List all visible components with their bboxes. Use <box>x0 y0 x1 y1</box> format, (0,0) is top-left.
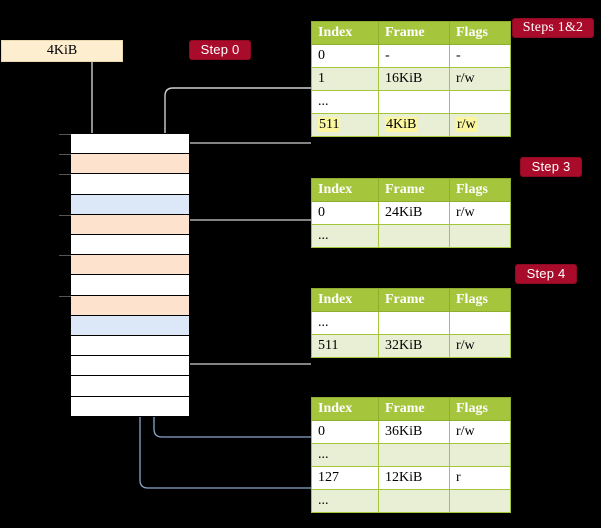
memory-row-tick <box>59 134 71 135</box>
table-cell: 1 <box>311 67 379 91</box>
table-cell: ... <box>311 90 379 114</box>
table-cell: 24KiB <box>378 201 450 225</box>
column-header-frame: Frame <box>378 21 450 45</box>
table-row: ... <box>311 224 511 248</box>
table-row: 0-- <box>311 44 511 68</box>
column-header-flags: Flags <box>449 397 511 421</box>
highlighted-value: r/w <box>456 117 477 132</box>
table-cell <box>378 311 450 335</box>
memory-frame-row <box>59 173 190 195</box>
memory-row-tick <box>59 295 71 297</box>
memory-row-tick <box>59 154 71 156</box>
table-cell: 32KiB <box>378 334 450 358</box>
memory-frame-row <box>59 254 190 276</box>
memory-frame-row <box>70 395 190 417</box>
memory-frame-row <box>70 335 190 357</box>
highlighted-value: 4KiB <box>385 117 418 132</box>
table-cell: 16KiB <box>378 67 450 91</box>
table-cell: 127 <box>311 466 379 490</box>
table-row: ... <box>311 443 511 467</box>
table-cell <box>449 224 511 248</box>
column-header-flags: Flags <box>449 288 511 312</box>
pill-step-0-label: Step 0 <box>200 42 240 57</box>
table-row: ... <box>311 489 511 513</box>
table-cell: 0 <box>311 201 379 225</box>
table-cell: 511 <box>311 113 379 137</box>
pill-step-4-label: Step 4 <box>526 266 566 281</box>
table-cell <box>378 90 450 114</box>
table-cell: ... <box>311 443 379 467</box>
table-cell <box>449 443 511 467</box>
table-cell: r <box>449 466 511 490</box>
highlighted-value: 511 <box>318 117 341 132</box>
table-cell: r/w <box>449 113 511 137</box>
table-cell <box>378 443 450 467</box>
column-header-index: Index <box>311 178 379 202</box>
table-cell: 36KiB <box>378 420 450 444</box>
table-cell: r/w <box>449 201 511 225</box>
memory-frame-row <box>70 375 190 397</box>
pill-steps-1-2: Steps 1&2 <box>513 19 593 37</box>
pill-step-3-label: Step 3 <box>531 159 571 174</box>
source-address-box: 4KiB <box>1 40 123 62</box>
table-cell: 0 <box>311 44 379 68</box>
table-cell: ... <box>311 489 379 513</box>
table-cell: r/w <box>449 420 511 444</box>
table-row: 511 4KiB r/w <box>311 113 511 137</box>
table-cell: r/w <box>449 67 511 91</box>
column-header-index: Index <box>311 21 379 45</box>
table-cell: ... <box>311 311 379 335</box>
table-cell <box>378 224 450 248</box>
table-row: ... <box>311 90 511 114</box>
memory-frame-row <box>59 294 190 316</box>
memory-frame-row <box>70 355 190 377</box>
memory-frame-row <box>59 213 190 235</box>
table-cell: - <box>449 44 511 68</box>
table-cell: 0 <box>311 420 379 444</box>
column-header-frame: Frame <box>378 178 450 202</box>
table-cell: 4KiB <box>378 113 450 137</box>
source-address-label: 4KiB <box>46 43 78 58</box>
table-cell <box>449 90 511 114</box>
memory-frame-row <box>70 314 190 336</box>
table-cell: 511 <box>311 334 379 358</box>
memory-row-tick <box>59 214 71 216</box>
column-header-flags: Flags <box>449 178 511 202</box>
pill-step-3: Step 3 <box>521 158 581 176</box>
table-cell: r/w <box>449 334 511 358</box>
column-header-frame: Frame <box>378 397 450 421</box>
pill-steps-1-2-label: Steps 1&2 <box>522 20 584 35</box>
pill-step-0: Step 0 <box>190 41 250 59</box>
memory-frame-row <box>70 193 190 215</box>
column-header-index: Index <box>311 397 379 421</box>
memory-frame-row <box>59 133 190 155</box>
column-header-frame: Frame <box>378 288 450 312</box>
memory-frame-row <box>70 274 190 296</box>
table-cell: - <box>378 44 450 68</box>
pill-step-4: Step 4 <box>516 265 576 283</box>
table-cell: 12KiB <box>378 466 450 490</box>
table-row: ... <box>311 311 511 335</box>
memory-row-tick <box>59 255 71 257</box>
memory-frame-row <box>70 234 190 256</box>
column-header-index: Index <box>311 288 379 312</box>
table-cell <box>378 489 450 513</box>
table-cell: ... <box>311 224 379 248</box>
memory-row-tick <box>59 174 71 176</box>
column-header-flags: Flags <box>449 21 511 45</box>
physical-memory-column <box>59 133 190 417</box>
memory-frame-row <box>59 153 190 175</box>
table-cell <box>449 489 511 513</box>
table-cell <box>449 311 511 335</box>
